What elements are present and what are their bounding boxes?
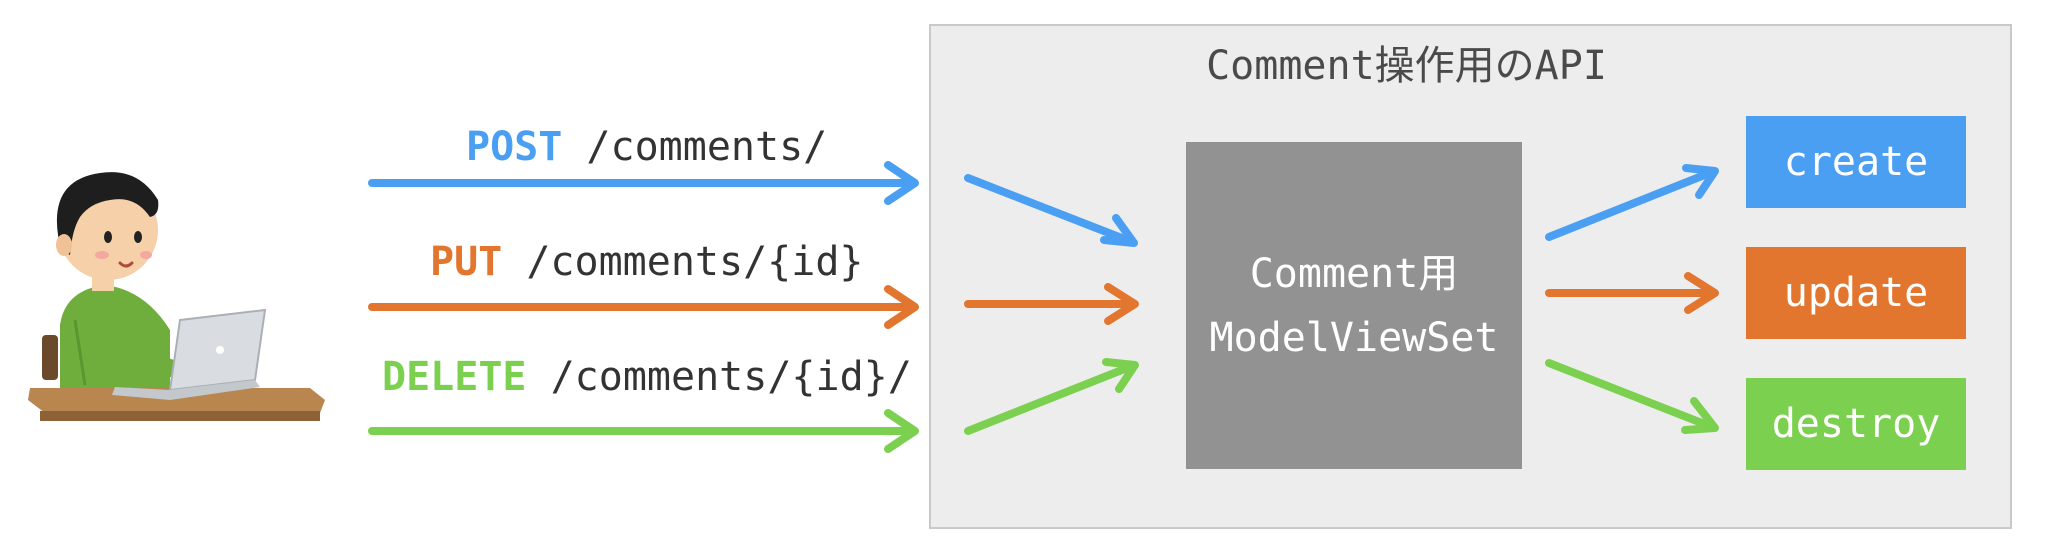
arrow-to-update-head <box>1684 272 1719 314</box>
method-put: PUT <box>430 239 503 285</box>
request-label-put: PUT /comments/{id} <box>430 236 863 288</box>
arrow-to-create <box>1545 168 1716 241</box>
person-at-laptop-illustration <box>28 172 325 421</box>
arrow-post-into-viewset-head <box>1100 214 1138 247</box>
path-post: /comments/ <box>562 124 828 170</box>
request-label-post: POST /comments/ <box>466 121 827 173</box>
arrow-post-request-head <box>884 161 919 205</box>
arrow-delete-request-head <box>884 409 919 453</box>
action-update: update <box>1746 247 1966 339</box>
api-title: Comment操作用のAPI <box>1206 43 1607 89</box>
arrow-group-delete <box>368 358 1719 453</box>
method-post: POST <box>466 124 563 170</box>
arrow-to-create-head <box>1682 164 1719 199</box>
arrow-put-request-head <box>884 285 919 329</box>
action-destroy: destroy <box>1746 378 1966 470</box>
method-delete: DELETE <box>382 354 527 400</box>
path-put: /comments/{id} <box>502 239 864 285</box>
modelviewset-box: Comment用 ModelViewSet <box>1186 142 1522 469</box>
request-label-delete: DELETE /comments/{id}/ <box>382 351 912 403</box>
arrow-group-post <box>368 161 1719 247</box>
arrow-put-into-viewset-head <box>1104 283 1139 325</box>
path-delete: /comments/{id}/ <box>526 354 912 400</box>
arrow-to-destroy-head <box>1681 397 1719 434</box>
arrow-group-put <box>368 272 1719 329</box>
action-create: create <box>1746 116 1966 208</box>
arrow-delete-into-viewset <box>964 362 1136 435</box>
modelviewset-line2: ModelViewSet <box>1209 314 1499 361</box>
arrow-to-destroy <box>1545 359 1716 431</box>
arrow-delete-into-viewset-head <box>1102 358 1139 393</box>
modelviewset-line1: Comment用 <box>1249 250 1459 297</box>
arrow-post-into-viewset <box>964 174 1136 246</box>
